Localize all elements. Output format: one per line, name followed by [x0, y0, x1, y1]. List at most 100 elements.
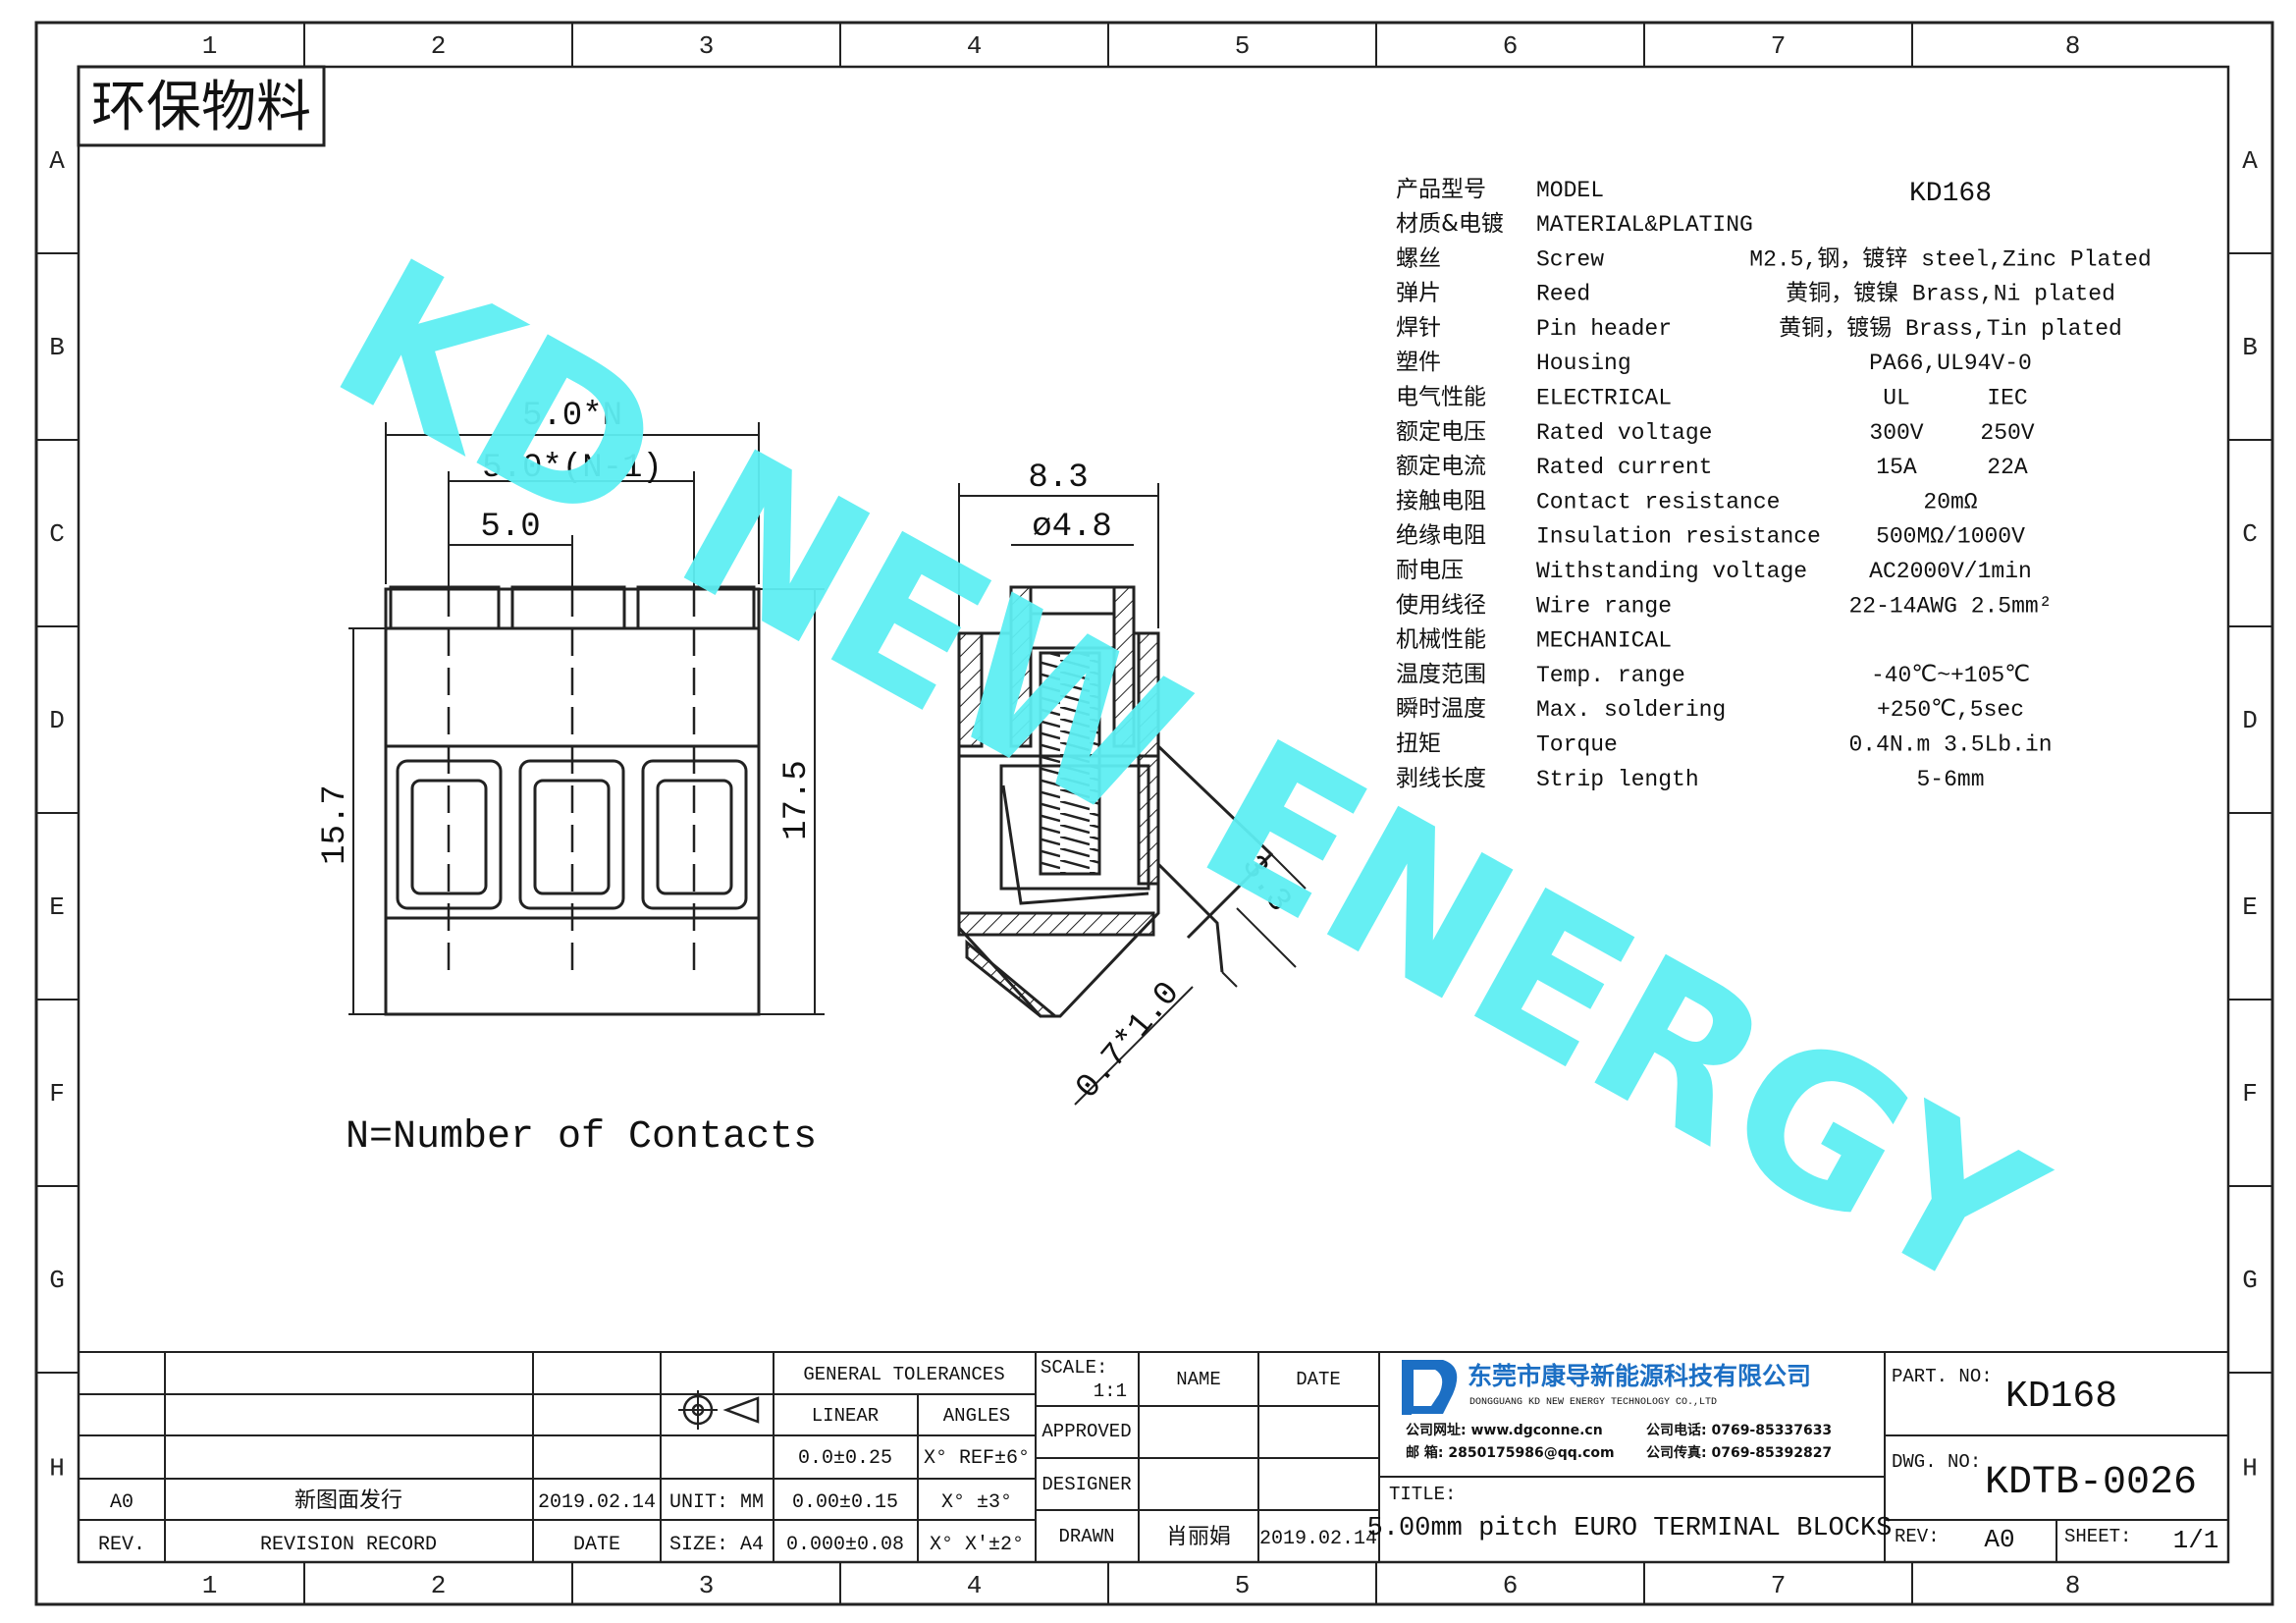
tolerance-header: GENERAL TOLERANCES	[803, 1364, 1004, 1385]
record-header: REVISION RECORD	[260, 1534, 437, 1556]
spec-value: M2.5,钢，镀锌 steel,Zinc Plated	[1749, 245, 2151, 272]
designer-label: DESIGNER	[1041, 1474, 1131, 1495]
dim-inner-width: 5.0*(N-1)	[482, 450, 663, 487]
spec-value-iec: 250V	[1980, 420, 2034, 446]
spec-table: 产品型号 MODEL KD168 材质&电镀 MATERIAL&PLATING 螺丝…	[1396, 177, 2152, 792]
spec-en: ELECTRICAL	[1536, 386, 1672, 411]
spec-cn: 温度范围	[1396, 662, 1486, 687]
dwg-number: KDTB-0026	[1985, 1461, 2197, 1505]
company-cn: 东莞市康导新能源科技有限公司	[1468, 1362, 1811, 1390]
dim-pitch: 5.0	[480, 509, 540, 546]
dim-screw-diameter: ø4.8	[1032, 509, 1112, 546]
company-website: 公司网址: www.dgconne.cn	[1406, 1422, 1603, 1438]
spec-en: Housing	[1536, 351, 1631, 376]
spec-value: 500MΩ/1000V	[1876, 524, 2025, 550]
title-block	[79, 1351, 2228, 1562]
spec-en: MATERIAL&PLATING	[1536, 212, 1753, 238]
zone-col-label: 6	[1503, 31, 1519, 61]
spec-cn: 瞬时温度	[1396, 696, 1486, 722]
name-header: NAME	[1176, 1369, 1221, 1390]
zone-row-label: E	[2242, 893, 2258, 922]
spec-cn: 电气性能	[1396, 385, 1486, 410]
company-logo	[1402, 1360, 1458, 1415]
spec-en: Strip length	[1536, 767, 1699, 792]
spec-value: +250℃,5sec	[1877, 697, 2024, 723]
zone-row-label: G	[2242, 1266, 2258, 1295]
company-fax: 公司传真: 0769-85392827	[1646, 1444, 1832, 1461]
spec-value-ul: UL	[1883, 386, 1910, 411]
unit-label: UNIT: MM	[669, 1491, 764, 1514]
company-phone: 公司电话: 0769-85337633	[1646, 1422, 1832, 1438]
part-label: PART. NO:	[1892, 1366, 1993, 1387]
angle-tol-3: X° X'±2°	[930, 1534, 1024, 1556]
spec-en: Torque	[1536, 732, 1618, 758]
linear-tol-2: 0.00±0.15	[792, 1491, 898, 1514]
spec-cn: 材质&电镀	[1396, 211, 1504, 237]
zone-row-label: A	[49, 146, 65, 176]
zone-col-label: 4	[967, 1571, 983, 1600]
spec-en: Rated voltage	[1536, 420, 1712, 446]
spec-cn: 产品型号	[1396, 177, 1486, 202]
dim-total-width: 5.0*N	[522, 398, 622, 435]
drawn-name: 肖丽娟	[1166, 1525, 1231, 1549]
title-label: TITLE:	[1389, 1484, 1456, 1505]
spec-row: 塑件 Housing PA66,UL94V-0	[1396, 350, 2032, 376]
spec-en: Withstanding voltage	[1536, 559, 1807, 584]
spec-value: -40℃~+105℃	[1871, 663, 2030, 688]
zone-row-label: E	[49, 893, 65, 922]
spec-value: 黄铜，镀锡 Brass,Tin plated	[1779, 315, 2122, 342]
spec-value-ul: 15A	[1876, 455, 1917, 480]
zone-col-label: 1	[202, 1571, 218, 1600]
spec-row-model: 产品型号 MODEL KD168	[1396, 177, 1992, 209]
scale-value: 1:1	[1094, 1380, 1127, 1402]
spec-cn: 接触电阻	[1396, 488, 1486, 514]
spec-en: Rated current	[1536, 455, 1712, 480]
spec-cn: 弹片	[1396, 281, 1441, 306]
sheet-value: 1/1	[2173, 1526, 2219, 1555]
spec-value: 20mΩ	[1923, 489, 1977, 514]
spec-en: Reed	[1536, 282, 1590, 307]
zone-row-label: A	[2242, 146, 2258, 176]
spec-en: Pin header	[1536, 316, 1672, 342]
zone-col-label: 7	[1771, 31, 1787, 61]
rev-date: 2019.02.14	[538, 1491, 656, 1514]
spec-row: 电气性能 ELECTRICAL UL IEC	[1396, 385, 2028, 411]
linear-tol-1: 0.0±0.25	[798, 1447, 892, 1470]
spec-cn: 使用线径	[1396, 592, 1486, 618]
spec-value-iec: IEC	[1987, 386, 2027, 411]
contacts-note: N=Number of Contacts	[346, 1115, 817, 1160]
spec-value: 5-6mm	[1916, 767, 1984, 792]
spec-en: Insulation resistance	[1536, 524, 1821, 550]
watermark: KD NEW ENERGY	[300, 216, 2074, 1341]
sheet-label: SHEET:	[2064, 1526, 2131, 1547]
spec-value: PA66,UL94V-0	[1869, 351, 2032, 376]
zone-col-label: 3	[699, 31, 715, 61]
zone-col-label: 5	[1235, 31, 1251, 61]
spec-cn: 塑件	[1396, 350, 1441, 375]
zone-col-label: 2	[431, 31, 447, 61]
date-header: DATE	[573, 1534, 620, 1556]
zone-row-label: C	[2242, 519, 2258, 549]
rev-record: 新图面发行	[294, 1488, 402, 1513]
zone-row-label: H	[49, 1454, 65, 1484]
spec-en: MODEL	[1536, 178, 1604, 203]
company-en: DONGGUANG KD NEW ENERGY TECHNOLOGY CO.,L…	[1469, 1397, 1717, 1408]
spec-en: MECHANICAL	[1536, 628, 1672, 654]
company-email: 邮 箱: 2850175986@qq.com	[1406, 1444, 1615, 1461]
dwg-label: DWG. NO:	[1892, 1451, 1981, 1473]
angle-tol-1: X° REF±6°	[924, 1447, 1030, 1470]
zone-col-label: 2	[431, 1571, 447, 1600]
